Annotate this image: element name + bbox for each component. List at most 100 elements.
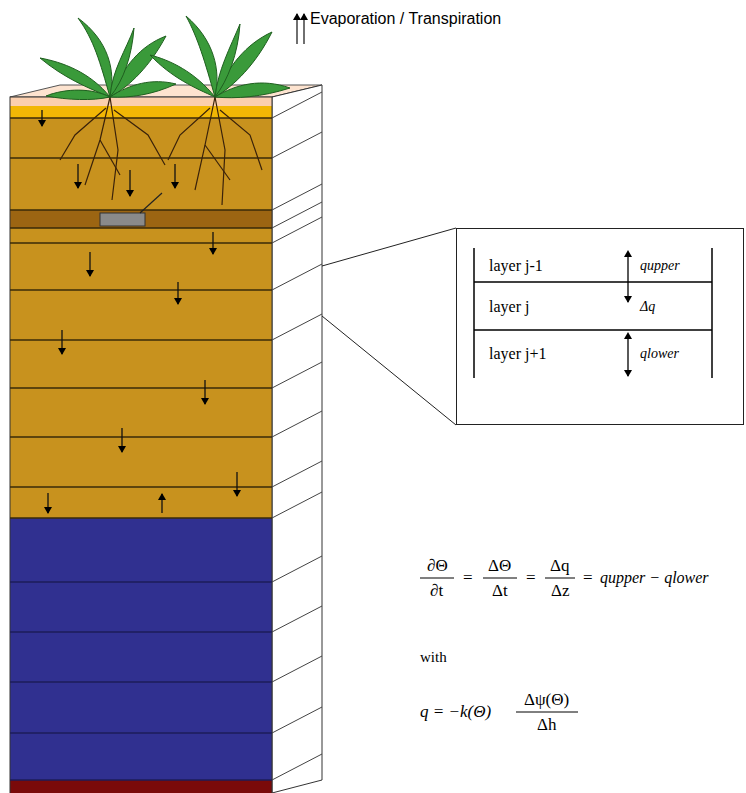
darcy-term: q = −k(Θ) <box>420 702 491 722</box>
side-line <box>272 556 322 582</box>
root <box>60 108 106 160</box>
leaf <box>110 28 134 97</box>
layer-line <box>10 486 272 488</box>
layer-line <box>10 732 272 734</box>
sensor-probe <box>100 213 145 226</box>
layer-row: layer j Δq <box>475 283 711 330</box>
denominator: Δt <box>492 581 508 601</box>
side-line <box>272 606 322 632</box>
soil-layer <box>10 118 272 210</box>
root <box>195 97 215 190</box>
groundwater-layer <box>10 518 272 780</box>
root <box>168 108 210 160</box>
flux-label: qlower <box>640 346 679 362</box>
flow-arrow <box>47 493 48 513</box>
layer-line <box>10 339 272 341</box>
side-line <box>272 707 322 733</box>
root <box>205 145 230 180</box>
flow-arrow <box>177 282 178 304</box>
side-line <box>272 754 322 780</box>
flow-arrow <box>236 472 237 496</box>
denominator: ∂t <box>430 581 443 601</box>
flow-arrow <box>41 110 42 126</box>
numerator: ΔΘ <box>488 556 511 576</box>
layer-line <box>10 227 272 229</box>
layer-line <box>10 436 272 438</box>
layer-line <box>10 387 272 389</box>
root <box>114 110 165 165</box>
flux-arrow <box>627 256 628 302</box>
inset-boundary <box>474 281 712 283</box>
topsoil-layer <box>10 106 272 118</box>
side-face-lines <box>272 92 322 780</box>
layer-line <box>10 779 272 781</box>
side-line <box>272 411 322 437</box>
leaf <box>46 90 110 99</box>
fraction-bar <box>545 578 575 579</box>
equals-sign: = <box>526 568 536 588</box>
flow-arrow <box>174 164 175 188</box>
leaf <box>215 83 290 98</box>
inset-frame <box>457 229 744 425</box>
layer-name: layer j <box>489 298 529 316</box>
layer-name: layer j+1 <box>489 345 546 363</box>
process-label: Evaporation / Transpiration <box>310 10 501 28</box>
side-line <box>272 264 322 290</box>
leaf <box>110 82 176 98</box>
side-line <box>272 217 322 243</box>
denominator: Δz <box>551 581 569 601</box>
layer-line <box>10 517 272 519</box>
layer-boundaries <box>10 118 272 518</box>
evaporation-arrow <box>296 14 297 44</box>
side-line <box>272 202 322 228</box>
side-line <box>272 461 322 487</box>
layer-row: layer j-1 qupper <box>475 249 711 282</box>
layer-name: layer j-1 <box>489 257 543 275</box>
zoom-leader <box>322 316 456 425</box>
flow-arrow <box>129 170 130 196</box>
denominator: Δh <box>537 715 556 735</box>
layer-line <box>10 289 272 291</box>
root <box>220 110 262 170</box>
side-line <box>272 132 322 158</box>
fraction-bars <box>420 578 578 712</box>
flux-label: Δq <box>640 299 655 315</box>
flow-arrow <box>77 164 78 188</box>
flux-arrow <box>627 338 628 376</box>
fraction-bar <box>483 578 517 579</box>
layer-line <box>10 242 272 244</box>
flow-arrow <box>121 428 122 452</box>
layer-line <box>10 209 272 211</box>
leaf <box>186 16 217 97</box>
plant-leaves <box>40 16 290 100</box>
flux-label: qupper <box>640 258 680 274</box>
evaporation-arrow <box>303 14 304 44</box>
layer-line <box>10 681 272 683</box>
numerator: Δq <box>550 556 569 576</box>
inset-wall <box>473 248 475 378</box>
flow-arrows <box>42 110 237 513</box>
groundwater-boundaries <box>10 582 272 780</box>
side-line <box>272 92 322 118</box>
side-line <box>272 362 322 388</box>
numerator: Δψ(Θ) <box>524 690 569 710</box>
layer-line <box>10 157 272 159</box>
flow-arrow <box>204 380 205 404</box>
equals-sign: = <box>463 568 473 588</box>
numerator: ∂Θ <box>427 556 448 576</box>
fraction-bar <box>420 578 454 579</box>
surface-layer <box>10 97 272 106</box>
side-line <box>272 492 322 518</box>
fraction-bar <box>516 712 578 713</box>
side-line <box>272 656 322 682</box>
root <box>85 97 110 185</box>
equals-sign: = <box>583 568 593 588</box>
plant-roots <box>60 97 262 205</box>
inset-boundary <box>474 329 712 331</box>
equation-note: with <box>420 649 447 666</box>
sensor-leader <box>140 193 162 213</box>
column-side-face <box>272 85 322 793</box>
layer-line <box>10 581 272 583</box>
zoom-leader <box>322 228 456 266</box>
